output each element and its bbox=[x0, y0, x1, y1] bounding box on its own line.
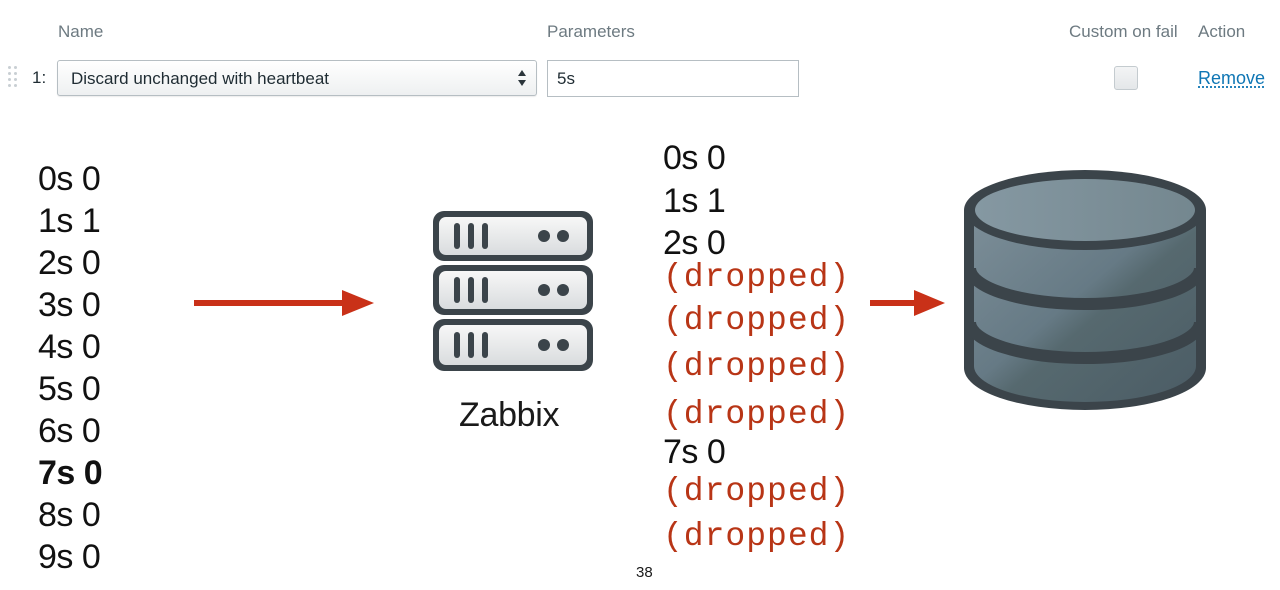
input-value-highlighted: 7s 0 bbox=[38, 454, 103, 492]
output-value: 7s 0 bbox=[663, 433, 726, 471]
input-value: 8s 0 bbox=[38, 496, 101, 534]
input-values-list: 0s 0 1s 1 2s 0 3s 0 4s 0 5s 0 6s 0 7s 0 … bbox=[38, 158, 103, 578]
input-value: 0s 0 bbox=[38, 160, 101, 198]
server-label: Zabbix bbox=[459, 396, 560, 434]
right-arrow-icon bbox=[194, 290, 374, 316]
column-header-name: Name bbox=[58, 22, 104, 41]
custom-on-fail-checkbox[interactable] bbox=[1114, 66, 1138, 90]
output-dropped: (dropped) bbox=[663, 518, 851, 555]
parameters-input[interactable] bbox=[547, 60, 799, 97]
input-value: 1s 1 bbox=[38, 202, 101, 240]
step-number: 1: bbox=[32, 68, 47, 87]
output-dropped: (dropped) bbox=[663, 396, 851, 433]
drag-handle-icon[interactable] bbox=[8, 66, 20, 92]
preprocessing-step-value: Discard unchanged with heartbeat bbox=[71, 69, 329, 88]
server-rack-icon bbox=[433, 211, 593, 371]
preprocessing-step-select[interactable]: Discard unchanged with heartbeat bbox=[57, 60, 537, 96]
output-dropped: (dropped) bbox=[663, 473, 851, 510]
column-header-custom-on-fail: Custom on fail bbox=[1069, 22, 1178, 41]
remove-link[interactable]: Remove bbox=[1198, 68, 1266, 88]
column-header-parameters: Parameters bbox=[547, 22, 635, 41]
output-dropped: (dropped) bbox=[663, 348, 851, 385]
output-value: 2s 0 bbox=[663, 224, 726, 262]
column-header-action: Action bbox=[1198, 22, 1246, 41]
page-number: 38 bbox=[636, 564, 653, 581]
input-value: 4s 0 bbox=[38, 328, 101, 366]
input-value: 6s 0 bbox=[38, 412, 101, 450]
input-value: 5s 0 bbox=[38, 370, 101, 408]
output-dropped: (dropped) bbox=[663, 302, 851, 339]
output-value: 0s 0 bbox=[663, 139, 726, 177]
select-caret-icon bbox=[518, 70, 526, 86]
input-value: 9s 0 bbox=[38, 538, 101, 576]
database-icon bbox=[964, 170, 1206, 410]
input-value: 3s 0 bbox=[38, 286, 101, 324]
output-value: 1s 1 bbox=[663, 182, 726, 220]
input-value: 2s 0 bbox=[38, 244, 101, 282]
output-dropped: (dropped) bbox=[663, 259, 851, 296]
right-arrow-icon bbox=[870, 290, 945, 316]
